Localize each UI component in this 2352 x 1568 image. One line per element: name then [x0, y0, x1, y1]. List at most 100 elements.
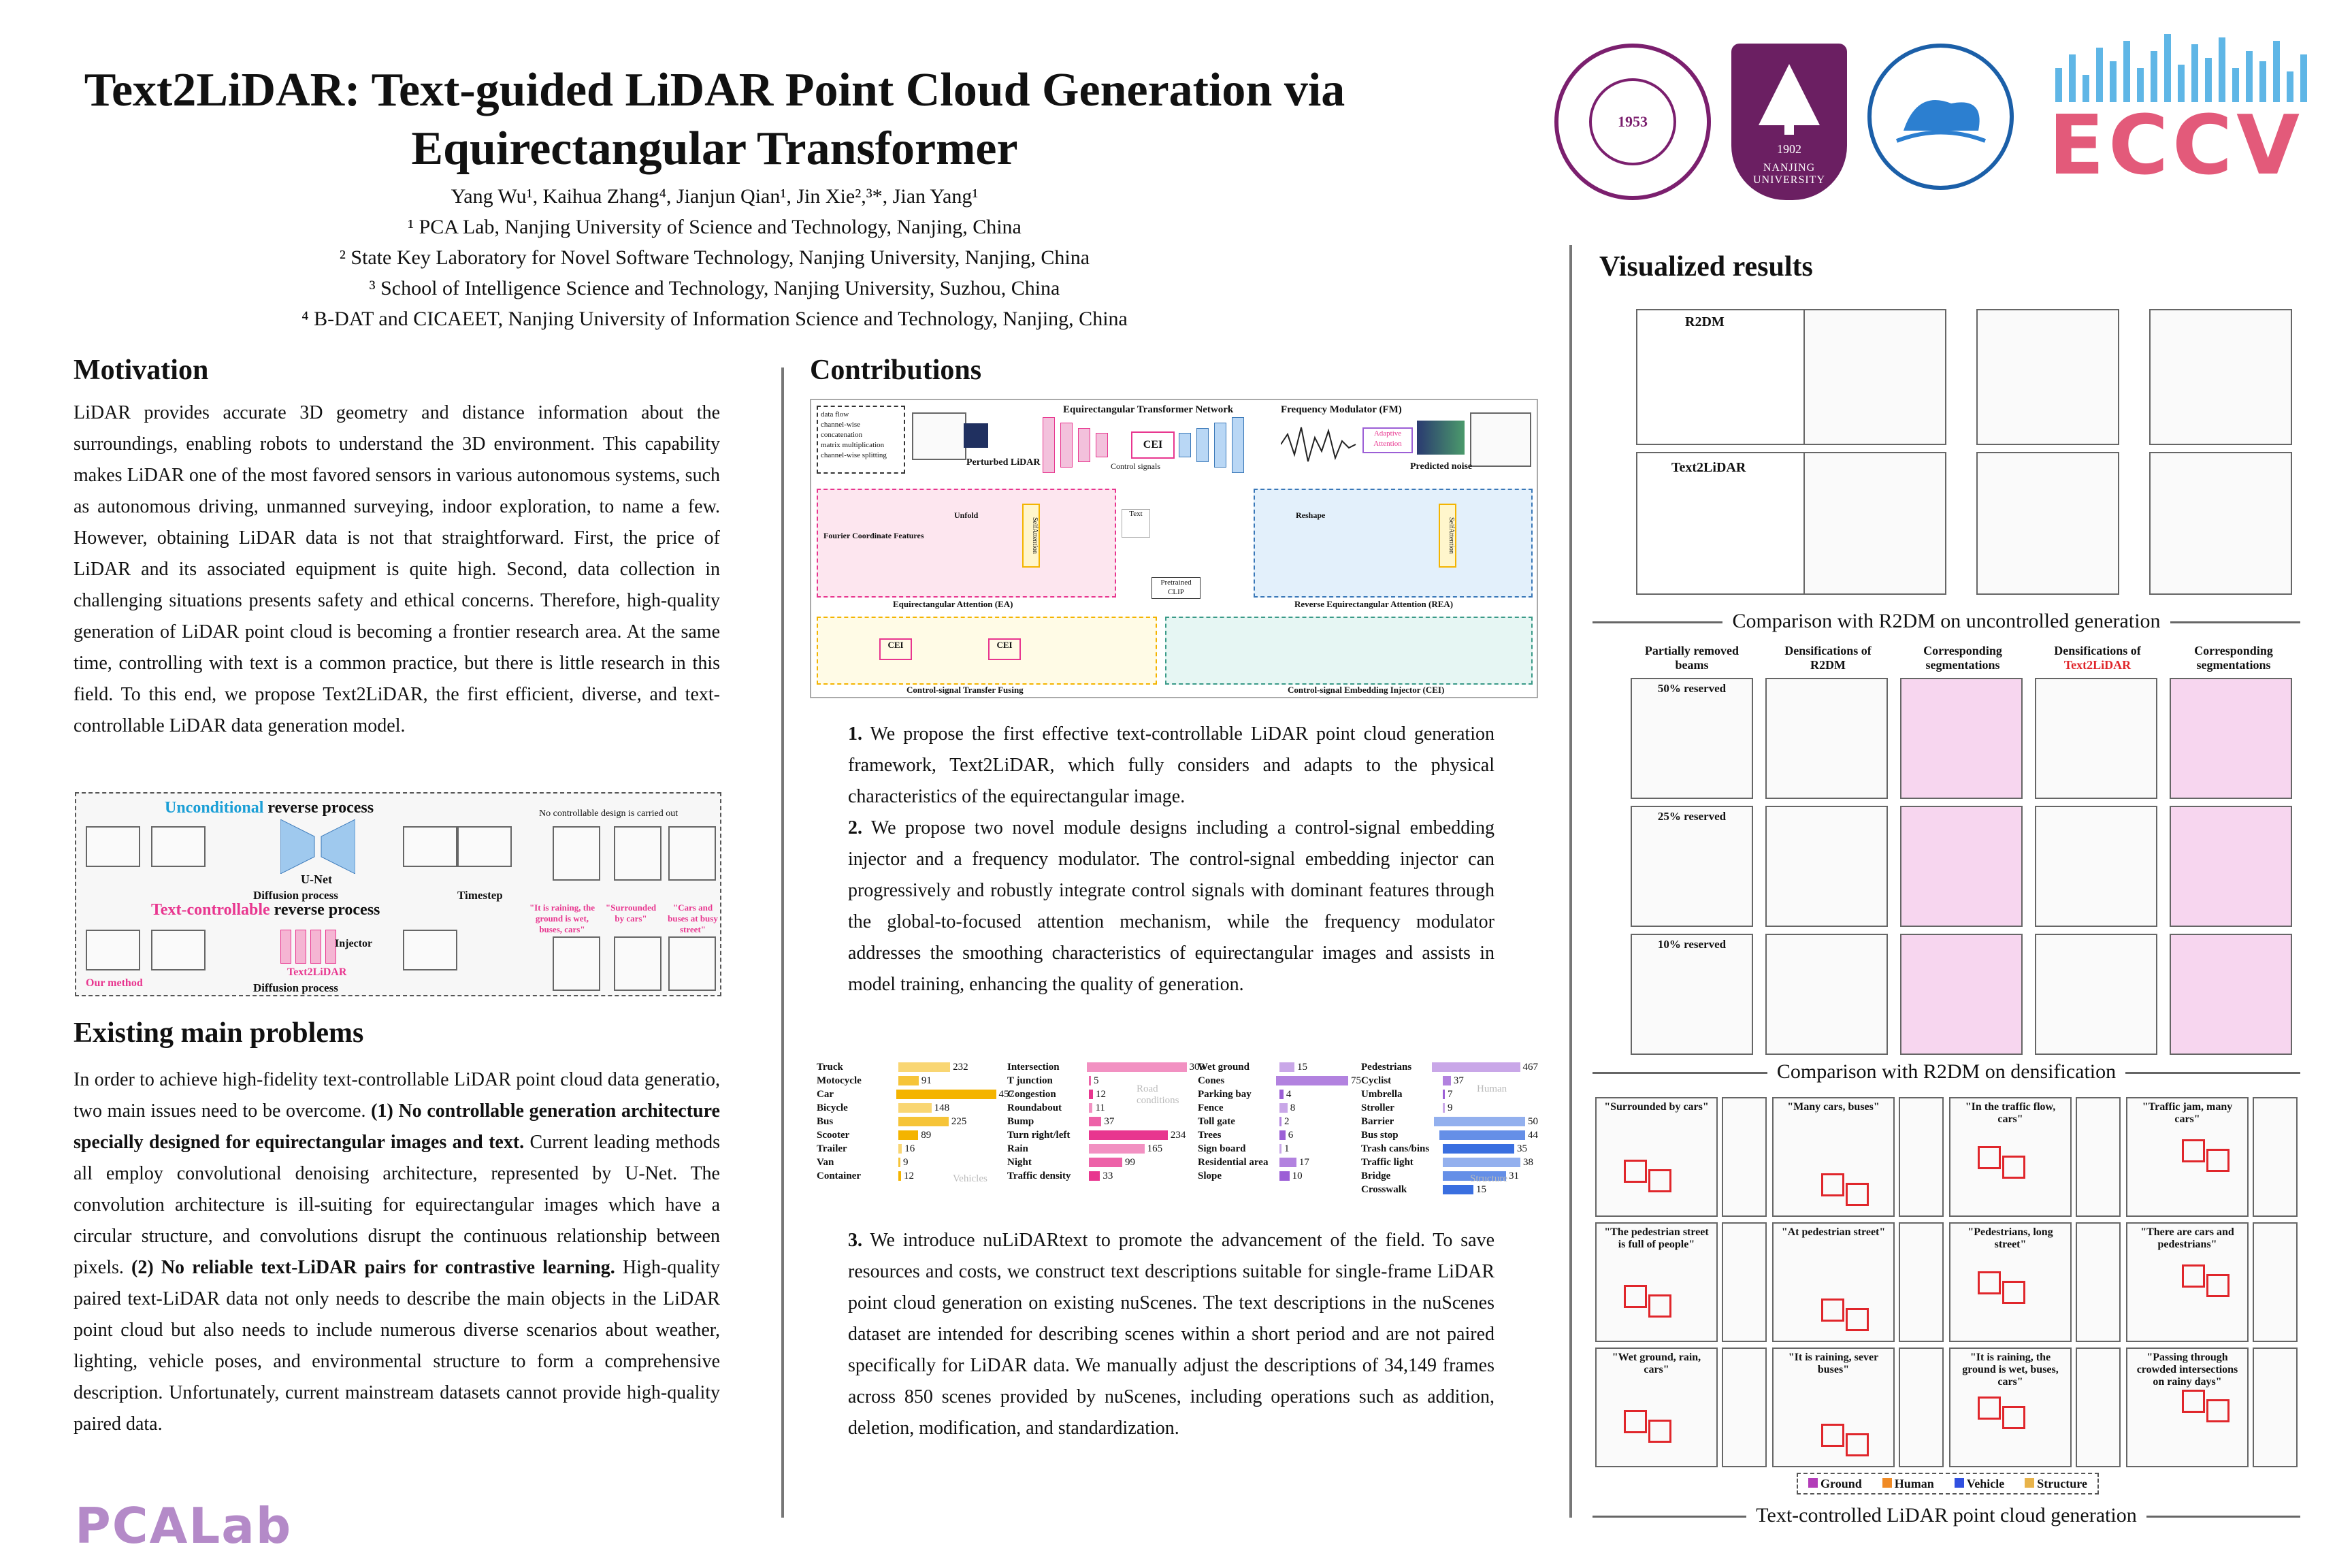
stat-bar [1089, 1076, 1091, 1085]
motivation-heading: Motivation [74, 355, 209, 386]
dens-header-2: Densifications of R2DM [1784, 644, 1872, 672]
stat-value: 12 [903, 1170, 914, 1181]
stat-bar [1431, 1062, 1520, 1072]
prompt-text: "Pedestrians, long street" [1967, 1226, 2053, 1250]
stat-bar [1279, 1090, 1284, 1099]
highlight-box [1846, 1308, 1869, 1331]
road-group-label: Road conditions [1137, 1083, 1179, 1106]
highlight-box [1821, 1173, 1844, 1196]
fourier-label: Fourier Coordinate Features [823, 531, 924, 540]
nju-name: NANJING UNIVERSITY [1753, 162, 1825, 186]
r2dm-sample-2 [1803, 309, 1946, 445]
densification-cell [1765, 806, 1888, 927]
prompt-text: "Traffic jam, many cars" [2142, 1101, 2233, 1125]
motivation-figure: Unconditional reverse process U-Net Diff… [75, 792, 721, 996]
uncond-sample-2 [614, 826, 662, 881]
prompt-text: "It is raining, the ground is wet, buses… [1962, 1352, 2059, 1388]
uncond-output-thumb-2 [457, 826, 512, 867]
stat-label: Roundabout [1007, 1102, 1062, 1113]
stat-value: 6 [1288, 1129, 1294, 1141]
highlight-box [2206, 1274, 2230, 1297]
legend-ground: Ground [1808, 1477, 1862, 1491]
prompt-cell: "Pedestrians, long street" [1949, 1222, 2072, 1342]
ctrl-sample-1 [553, 936, 600, 991]
ea-panel: Fourier Coordinate Features Unfold SelfA… [817, 489, 1116, 598]
ctrl-sample-2 [614, 936, 662, 991]
textctrl-title: Text-controllable reverse process [151, 901, 380, 919]
stat-value: 1 [1284, 1143, 1290, 1154]
unet-label: U-Net [301, 872, 332, 886]
prompt-text: "In the traffic flow, cars" [1965, 1101, 2056, 1125]
stat-value: 38 [1523, 1156, 1533, 1168]
prompt-text: "Surrounded by cars" [1604, 1101, 1709, 1113]
stat-value: 99 [1125, 1156, 1135, 1168]
t2l-sample-2 [1803, 452, 1946, 595]
arch-input-thumb [912, 412, 966, 460]
problems-text: In order to achieve high-fidelity text-c… [74, 1069, 721, 1435]
stat-bar [1443, 1144, 1514, 1154]
stat-bar [1279, 1130, 1286, 1140]
highlight-box [2002, 1156, 2025, 1179]
highlight-box [2002, 1281, 2025, 1304]
stat-bar [898, 1062, 951, 1072]
vehicles-group-label: Vehicles [953, 1173, 987, 1184]
stat-bar [1089, 1158, 1122, 1167]
uncond-noise-thumb [151, 826, 206, 867]
ea-self-attention: SelfAttention [1022, 504, 1040, 568]
stat-value: 75 [1351, 1075, 1361, 1086]
legend-structure: Structure [2025, 1477, 2087, 1491]
dens-header-4: Densifications of Text2LiDAR [2054, 644, 2141, 672]
stat-label: Barrier [1361, 1115, 1394, 1127]
column-divider-2 [1569, 245, 1572, 1518]
stat-value: 7 [1448, 1088, 1453, 1100]
t2l-label: Text2LiDAR [1671, 460, 1746, 475]
arch-output-thumb [1470, 412, 1531, 467]
stat-label: Fence [1198, 1102, 1224, 1113]
ctf-cei-2: CEI [988, 638, 1021, 660]
our-method-label: Our method [86, 977, 143, 989]
stat-label: Bump [1007, 1115, 1034, 1127]
prompt-quote-3: "Cars and buses at busy street" [668, 902, 718, 934]
frequency-wave-icon [1281, 427, 1356, 462]
highlight-box [2182, 1390, 2205, 1413]
predicted-label: Predicted noise [1410, 461, 1473, 472]
stat-label: Cyclist [1361, 1075, 1392, 1086]
stat-label: Van [817, 1156, 834, 1168]
tree-icon [1759, 64, 1820, 135]
etn-label: Equirectangular Transformer Network [1063, 404, 1234, 415]
prompt-quote-1: "It is raining, the ground is wet, buses… [529, 902, 595, 934]
zoom-crop [2253, 1348, 2298, 1467]
pcalab-logo: PCALab [75, 1497, 293, 1554]
prompt-text: "Many cars, buses" [1787, 1101, 1880, 1113]
rea-self-attention: SelfAttention [1439, 504, 1456, 568]
stat-bar [1279, 1062, 1294, 1072]
stat-label: Residential area [1198, 1156, 1269, 1168]
stat-label: Stroller [1361, 1102, 1394, 1113]
densification-cell [2035, 806, 2157, 927]
highlight-box [1821, 1298, 1844, 1322]
stat-value: 9 [903, 1156, 909, 1168]
stat-value: 16 [904, 1143, 915, 1154]
stat-label: Motocycle [817, 1075, 862, 1086]
prompt-cell: "Passing through crowded intersections o… [2126, 1348, 2249, 1467]
legend-human: Human [1882, 1477, 1934, 1491]
structure-group-label: Structure [1470, 1173, 1507, 1184]
stat-value: 10 [1292, 1170, 1303, 1181]
stat-value: 225 [951, 1115, 967, 1127]
densification-cell: 50% reserved [1631, 678, 1753, 799]
stat-value: 37 [1453, 1075, 1464, 1086]
